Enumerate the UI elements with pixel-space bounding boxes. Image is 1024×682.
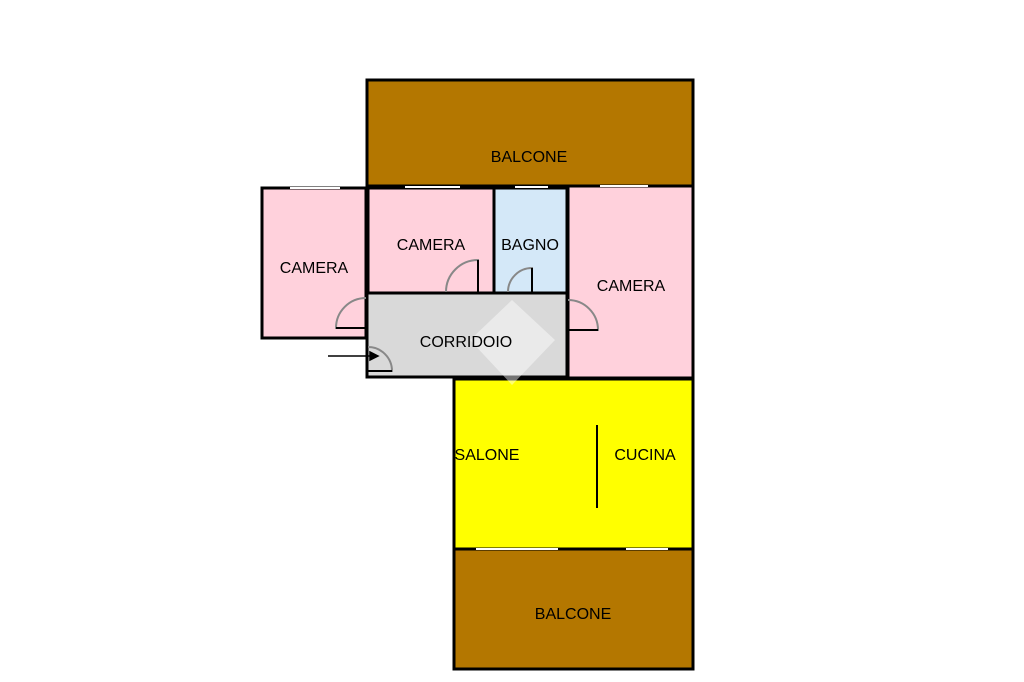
door-camera-left	[334, 297, 367, 329]
room-camera-left	[260, 186, 368, 340]
label-camera-left: CAMERA	[280, 260, 349, 277]
label-camera-right: CAMERA	[597, 278, 666, 295]
label-camera-center: CAMERA	[397, 237, 466, 254]
room-camera-right	[566, 184, 695, 380]
label-bagno: BAGNO	[501, 237, 559, 254]
label-corridoio: CORRIDOIO	[420, 334, 512, 351]
entrance-arrow-icon	[328, 350, 380, 362]
room-camera-center	[366, 186, 496, 295]
label-salone: SALONE	[455, 447, 520, 464]
label-cucina: CUCINA	[614, 447, 676, 464]
door-camera-center	[445, 258, 479, 293]
windows	[290, 185, 668, 550]
room-salone-cucina	[452, 377, 695, 551]
label-balcone-bottom: BALCONE	[535, 606, 611, 623]
room-balcone-top	[365, 78, 695, 188]
watermark-logo	[470, 300, 555, 385]
door-leaves	[336, 260, 598, 372]
door-camera-right	[567, 299, 600, 331]
label-balcone-top: BALCONE	[491, 149, 567, 166]
room-corridoio	[365, 291, 569, 379]
room-balcone-bottom	[452, 547, 695, 671]
